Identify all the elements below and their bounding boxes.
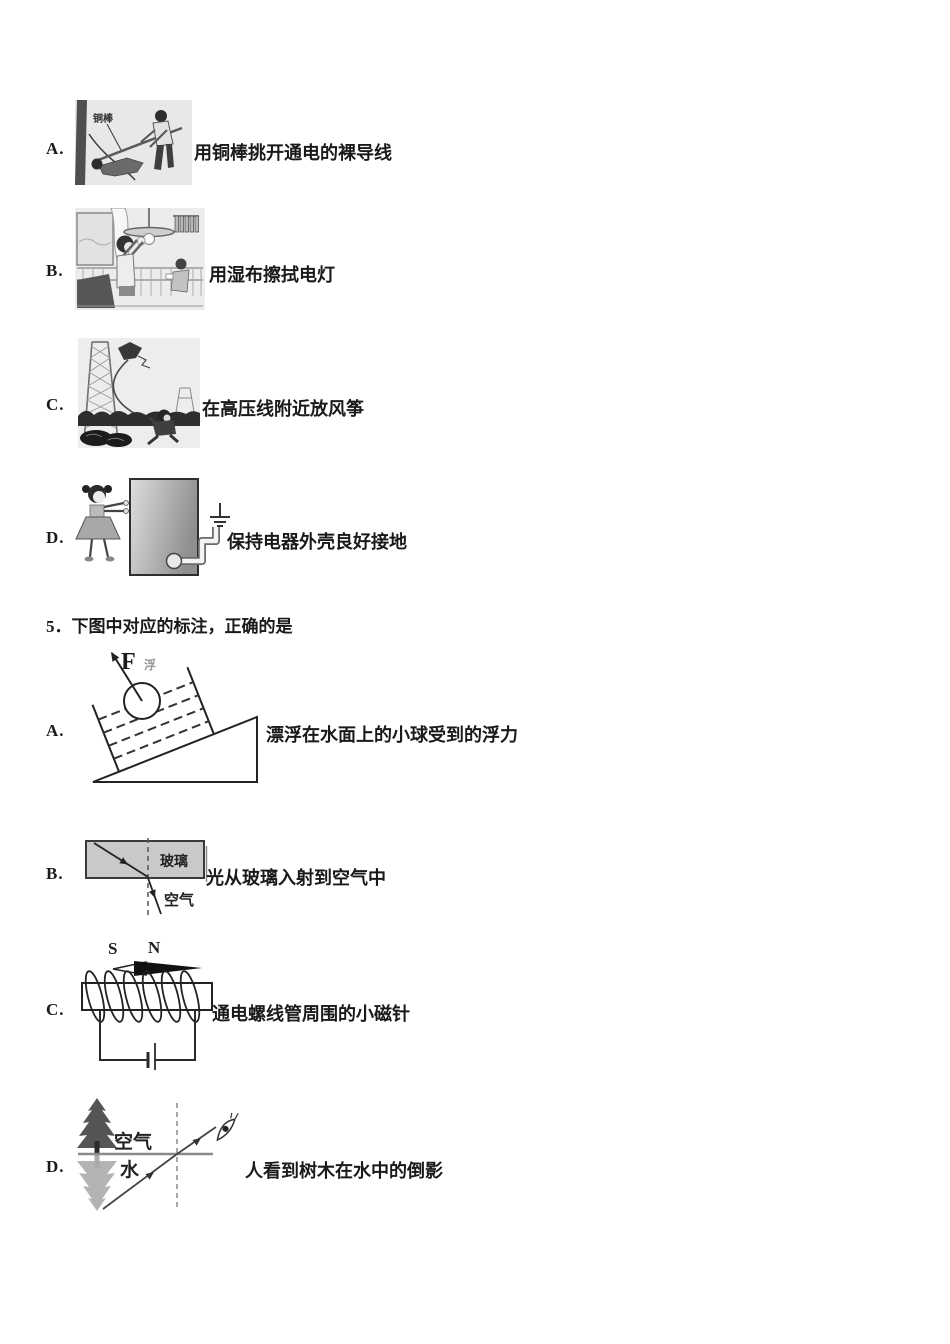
reflection-diagram: 空气 水 — [68, 1093, 253, 1218]
girl — [175, 258, 187, 270]
ground-symbol — [210, 503, 230, 527]
q5-option-a-caption: 漂浮在水面上的小球受到的浮力 — [266, 725, 518, 745]
option-d-caption: 保持电器外壳良好接地 — [227, 532, 407, 552]
glass-label: 玻璃 — [160, 853, 188, 870]
illustration-wiping-lamp — [75, 207, 205, 310]
ray-below-water — [102, 1153, 178, 1210]
refraction-diagram: 玻璃 空气 — [84, 838, 209, 918]
option-c-caption: 在高压线附近放风筝 — [202, 399, 364, 419]
force-subscript: 浮 — [144, 657, 156, 672]
option-a-label: A. — [46, 139, 65, 158]
force-arrow — [111, 652, 143, 702]
option-d-label: D. — [46, 528, 65, 547]
person-standing — [155, 110, 167, 122]
copper-rod-annotation: 铜棒 — [93, 112, 114, 125]
tree-reflection — [77, 1155, 117, 1211]
solenoid-diagram: S N — [78, 938, 218, 1077]
compass-needle-north — [134, 961, 202, 976]
container-wall-left — [91, 704, 120, 773]
question-5-number: 5． — [46, 617, 72, 636]
q5-option-d-caption: 人看到树木在水中的倒影 — [245, 1161, 443, 1181]
q5-option-a-label: A. — [46, 721, 65, 740]
force-arrowhead — [111, 652, 120, 662]
illustration-grounded-appliance — [68, 477, 233, 577]
girl-figure — [82, 485, 90, 493]
q5-option-c-label: C. — [46, 1000, 65, 1019]
container-wall-right — [186, 666, 215, 735]
buoyancy-diagram: F 浮 — [85, 643, 270, 785]
illustration-kite-power-line — [78, 338, 200, 448]
q5-option-d-label: D. — [46, 1157, 65, 1176]
circuit-wires — [99, 1010, 196, 1061]
distant-tower — [175, 387, 195, 413]
tangled-kite — [118, 342, 142, 360]
eye-icon — [216, 1112, 239, 1142]
option-b-label: B. — [46, 261, 64, 280]
light-bulb — [143, 233, 155, 245]
plug — [165, 552, 183, 570]
water-surface-lines — [98, 681, 210, 760]
illustration-copper-rod-rescue: 铜棒 — [75, 100, 192, 185]
solenoid-coil — [84, 970, 201, 1023]
option-c-label: C. — [46, 395, 65, 414]
air-label: 空气 — [114, 1130, 152, 1153]
utility-pole — [75, 100, 87, 185]
bushes — [80, 430, 112, 446]
incident-ray — [93, 842, 149, 878]
q5-option-b-label: B. — [46, 864, 64, 883]
chair — [77, 274, 115, 308]
air-label: 空气 — [164, 891, 194, 909]
person-lying — [98, 157, 144, 177]
force-label: F — [121, 649, 136, 675]
solenoid-core — [81, 982, 213, 1011]
option-b-caption: 用湿布擦拭电灯 — [209, 265, 335, 285]
inclined-wedge — [92, 715, 258, 783]
option-a-caption: 用铜棒挑开通电的裸导线 — [194, 143, 392, 163]
window — [76, 212, 114, 266]
north-pole-label: N — [148, 938, 161, 957]
glass-block — [85, 840, 205, 879]
q5-option-c-caption: 通电螺线管周围的小磁针 — [212, 1004, 410, 1024]
tree — [77, 1098, 117, 1154]
south-pole-label: S — [108, 939, 117, 958]
question-5-stem: 5．下图中对应的标注，正确的是 — [46, 617, 293, 636]
q5-option-b-caption: 光从玻璃入射到空气中 — [206, 868, 386, 888]
water-label: 水 — [120, 1159, 140, 1181]
